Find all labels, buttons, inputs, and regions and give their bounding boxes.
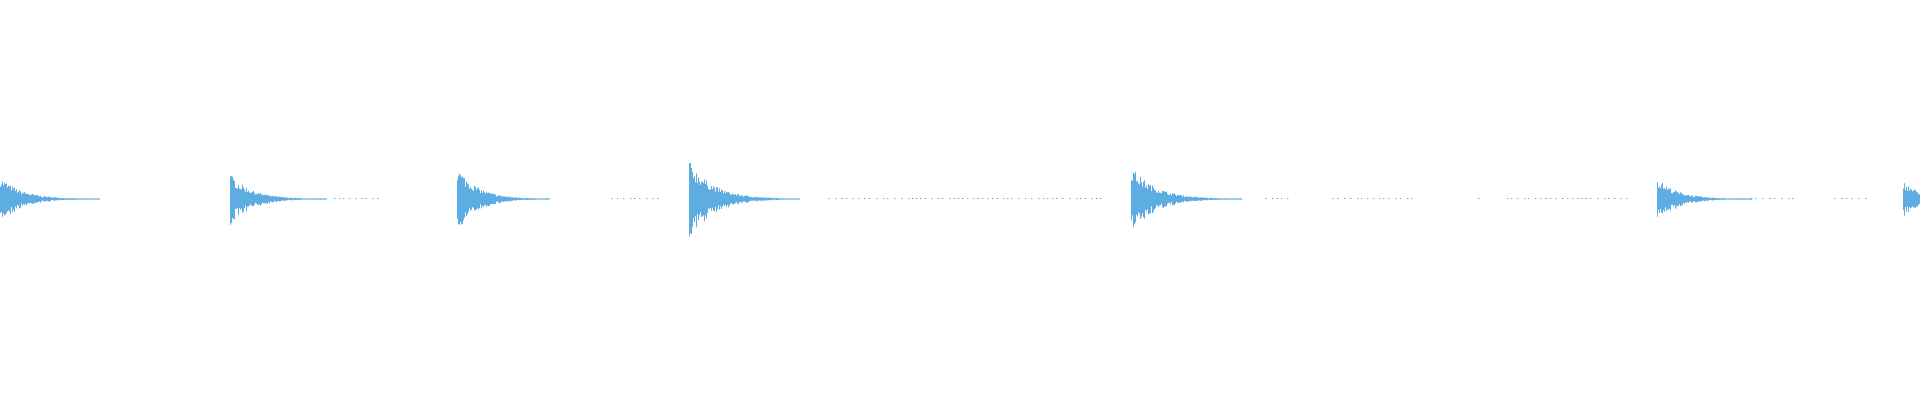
- waveform-bursts: [0, 162, 1920, 237]
- waveform-burst-7: [1903, 183, 1920, 216]
- waveform-burst-4: [689, 162, 800, 237]
- waveform-burst-5: [1131, 171, 1242, 227]
- waveform-burst-2: [230, 176, 327, 225]
- waveform-burst-6: [1657, 182, 1752, 217]
- waveform-burst-1: [0, 181, 100, 217]
- waveform-burst-3: [457, 173, 550, 225]
